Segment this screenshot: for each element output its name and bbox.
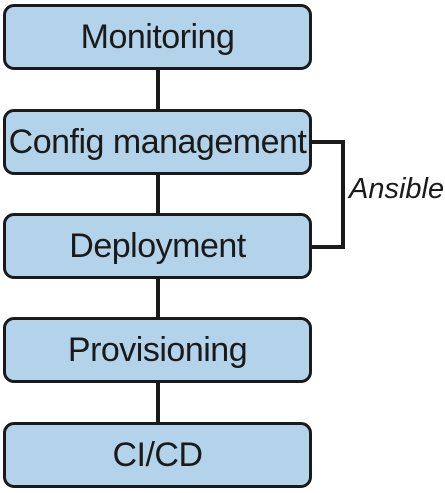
cicd-box: CI/CD xyxy=(3,422,312,488)
ansible-label: Ansible xyxy=(349,173,445,205)
config-management-box: Config management xyxy=(3,109,312,175)
deployment-label: Deployment xyxy=(69,226,246,265)
provisioning-label: Provisioning xyxy=(67,330,248,369)
provisioning-box: Provisioning xyxy=(3,317,312,383)
monitoring-box: Monitoring xyxy=(3,4,312,70)
monitoring-label: Monitoring xyxy=(80,17,235,56)
cicd-label: CI/CD xyxy=(112,435,203,474)
ansible-bracket xyxy=(312,140,345,249)
config-management-label: Config management xyxy=(8,122,307,161)
deployment-box: Deployment xyxy=(3,213,312,279)
